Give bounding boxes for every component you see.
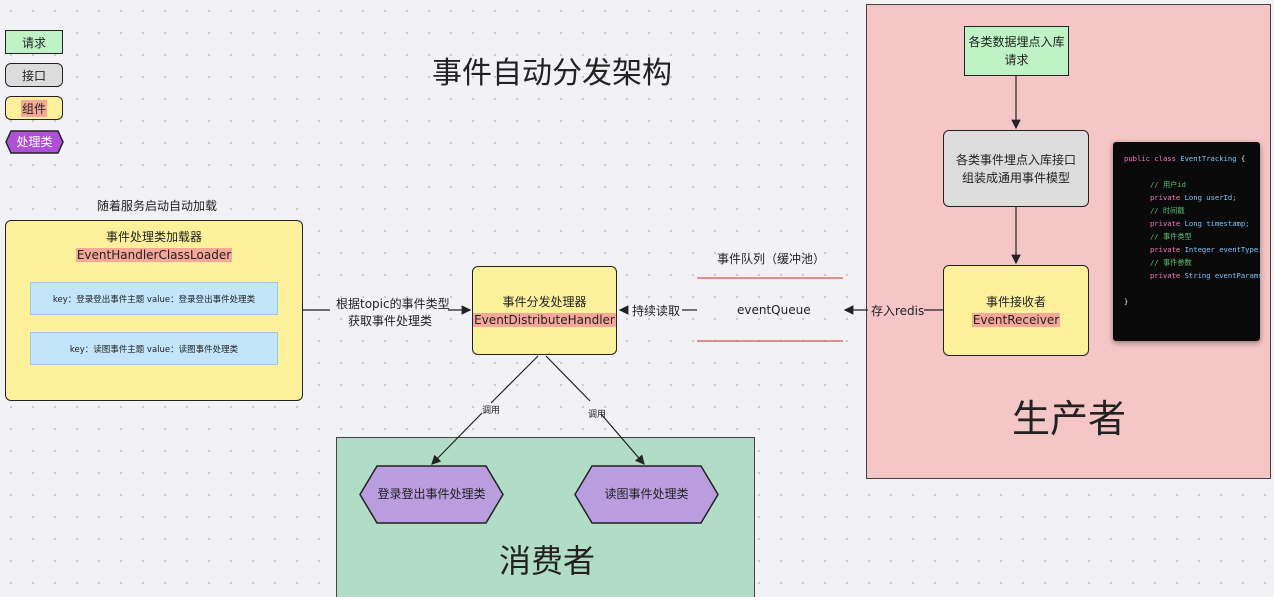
request-node: 各类数据埋点入库 请求 <box>964 26 1069 76</box>
edge-continuous-read: 持续读取 <box>632 304 681 318</box>
hexagon-shape <box>574 465 719 524</box>
loader-row-login: key：登录登出事件主题 value：登录登出事件处理类 <box>30 282 278 315</box>
handler-login-logout: 登录登出事件处理类 <box>359 465 504 524</box>
hexagon-shape <box>359 465 504 524</box>
legend-request: 请求 <box>5 30 63 54</box>
loader-class: EventHandlerClassLoader <box>75 248 233 262</box>
dispatcher-title: 事件分发处理器 <box>502 294 587 309</box>
dispatcher-class: EventDistributeHandler <box>473 312 616 327</box>
receiver-title: 事件接收者 <box>985 294 1046 309</box>
page-title: 事件自动分发架构 <box>432 56 672 91</box>
interface-node: 各类事件埋点入库接口 组装成通用事件模型 <box>943 130 1089 207</box>
request-line1: 各类数据埋点入库 <box>968 35 1065 49</box>
queue-name: eventQueue <box>737 303 811 317</box>
edge-topic-line2: 获取事件处理类 <box>348 314 433 328</box>
legend-handler: 处理类 <box>5 130 64 154</box>
receiver-node: 事件接收者 EventReceiver <box>943 265 1089 356</box>
loader-title: 事件处理类加载器 <box>105 230 202 244</box>
producer-label: 生产者 <box>1012 397 1127 441</box>
loader-row-read: key：读图事件主题 value：读图事件处理类 <box>30 332 278 365</box>
legend-component: 组件 <box>5 96 63 120</box>
legend-interface: 接口 <box>5 63 63 87</box>
request-line2: 请求 <box>1004 53 1029 67</box>
receiver-class: EventReceiver <box>971 312 1061 327</box>
dispatcher-node: 事件分发处理器 EventDistributeHandler <box>472 266 617 355</box>
legend-component-label: 组件 <box>20 99 47 117</box>
edge-store-redis: 存入redis <box>871 304 925 318</box>
handler-read-image-label: 读图事件处理类 <box>604 487 689 501</box>
interface-line2: 组装成通用事件模型 <box>961 170 1070 185</box>
legend-interface-label: 接口 <box>21 68 46 83</box>
consumer-label: 消费者 <box>499 542 596 580</box>
loader-caption: 随着服务启动自动加载 <box>97 199 218 213</box>
interface-line1: 各类事件埋点入库接口 <box>955 152 1076 167</box>
legend-handler-label: 处理类 <box>16 135 53 149</box>
edge-call-left: 调用 <box>482 406 501 416</box>
edge-call-right: 调用 <box>588 410 607 420</box>
legend-request-label: 请求 <box>21 35 46 50</box>
hexagon-shape <box>5 130 64 154</box>
handler-login-logout-label: 登录登出事件处理类 <box>377 487 486 501</box>
handler-read-image: 读图事件处理类 <box>574 465 719 524</box>
code-panel: public class EventTracking { // 用户id pri… <box>1113 142 1267 341</box>
queue-caption: 事件队列（缓冲池） <box>717 252 826 266</box>
edge-topic-line1: 根据topic的事件类型 <box>336 297 450 311</box>
